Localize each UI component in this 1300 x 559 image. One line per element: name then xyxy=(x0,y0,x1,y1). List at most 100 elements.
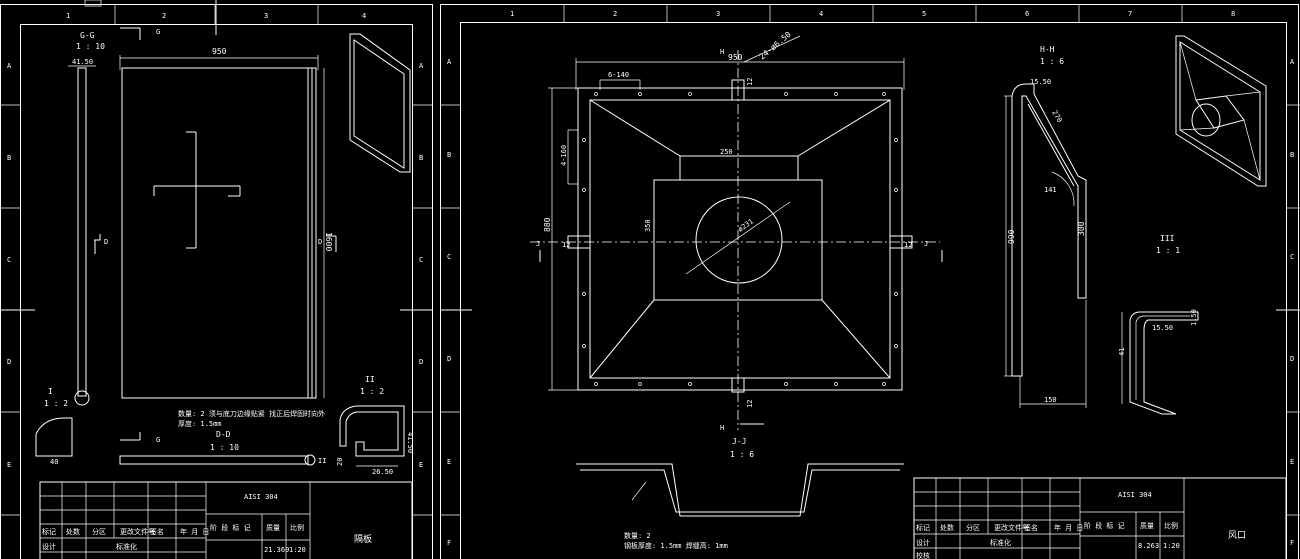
svg-text:C: C xyxy=(419,256,423,264)
duct-plan-view: 950 24-ø6.50 6-140 4-160 880 ø231 xyxy=(530,30,943,432)
left-zone-col-3: 3 xyxy=(264,12,268,20)
right-title-mass: 8.263 xyxy=(1138,542,1159,550)
right-title-header-1: 处数 xyxy=(940,523,954,532)
view-gg-scale: 1 : 10 xyxy=(76,42,105,51)
section-d-marker-left: D xyxy=(104,238,108,246)
right-zone-col-8: 8 xyxy=(1231,10,1235,18)
right-title-scale: 1:20 xyxy=(1163,542,1180,550)
svg-text:F: F xyxy=(1290,539,1294,547)
hh-dim-flange: 15.50 xyxy=(1030,78,1051,86)
right-note-line2: 钢板厚度: 1.5mm 焊缝高: 1mm xyxy=(624,541,728,550)
svg-text:A: A xyxy=(1290,58,1295,66)
svg-text:A: A xyxy=(419,62,424,70)
detail-iii-label: III xyxy=(1160,234,1175,243)
detail-ii-dim-depth: 20 xyxy=(336,458,344,466)
svg-text:D: D xyxy=(1290,355,1294,363)
view-hh-name: H-H xyxy=(1040,45,1055,54)
svg-text:C: C xyxy=(1290,253,1294,261)
left-title-header-5: 年 月 日 xyxy=(180,527,209,536)
partition-isometric-view xyxy=(349,33,411,173)
right-zone-col-2: 2 xyxy=(613,10,617,18)
view-jj-name: J-J xyxy=(732,437,746,446)
right-zone-col-7: 7 xyxy=(1128,10,1132,18)
left-title-header-3: 更改文件号 xyxy=(120,527,155,536)
detail-ii-scale-label: 1 : 2 xyxy=(360,387,384,396)
dim-inner-top: 250 xyxy=(720,148,733,156)
hh-dim-height: 990 xyxy=(1007,229,1016,244)
view-gg-section: G-G 1 : 10 41.50 I 1 : 2 D xyxy=(44,31,108,408)
left-zone-row-c: C xyxy=(7,256,11,264)
section-j-right: J xyxy=(924,240,928,248)
outlet-circle xyxy=(695,196,783,284)
section-g-marker-bottom: G xyxy=(156,436,160,444)
detail-iii-view: III 1 : 1 15.50 1.50 41 xyxy=(1118,234,1199,415)
right-title-block: AISI 304 标记 处数 分区 更改文件号 签名 年 月 日 设计 标准化 … xyxy=(913,477,1287,559)
right-title-header-3: 更改文件号 xyxy=(994,523,1029,532)
right-zone-row-a: A xyxy=(447,58,452,66)
dim-width: 950 xyxy=(212,47,227,56)
left-zone-col-2: 2 xyxy=(162,12,166,20)
right-zone-row-d: D xyxy=(447,355,451,363)
detail-i-view: 40 xyxy=(35,417,73,466)
right-note-line1: 数量: 2 xyxy=(624,531,651,540)
svg-text:II: II xyxy=(318,457,326,465)
hh-dim-depth: 150 xyxy=(1044,396,1057,404)
right-zone-col-1: 1 xyxy=(510,10,514,18)
left-title-header-2: 分区 xyxy=(92,527,106,536)
right-title-row2-2: 标准化 xyxy=(990,538,1011,547)
right-zone-col-4: 4 xyxy=(819,10,823,18)
dim-flange-top: 12 xyxy=(746,78,754,86)
left-zone-row-b: B xyxy=(7,154,11,162)
section-d-marker-right: D xyxy=(318,238,322,246)
detail-i-callout-circle xyxy=(74,390,90,406)
right-zone-row-f: F xyxy=(447,539,451,547)
right-title-header-0: 标记 xyxy=(916,523,930,532)
right-sheet-inner-border xyxy=(460,22,1287,559)
view-hh-section: H-H 1 : 6 15.50 270 990 300 150 141 xyxy=(1004,45,1087,408)
view-jj-scale: 1 : 6 xyxy=(730,450,754,459)
dim-flange-left: 12 xyxy=(562,241,570,249)
detail-iii-dim-thick: 1.50 xyxy=(1190,309,1198,326)
right-zone-col-3: 3 xyxy=(716,10,720,18)
dim-circle: ø231 xyxy=(737,217,755,233)
duct-isometric-view xyxy=(1175,35,1267,187)
dim-top-small: 41.50 xyxy=(72,58,93,66)
left-title-scale: 1:20 xyxy=(289,546,306,554)
dim-hole-spacing-top: 6-140 xyxy=(608,71,629,79)
view-hh-scale: 1 : 6 xyxy=(1040,57,1064,66)
svg-text:B: B xyxy=(1290,151,1294,159)
right-zone-col-6: 6 xyxy=(1025,10,1029,18)
flange-outer-outline xyxy=(577,87,903,391)
view-dd-name: D-D xyxy=(216,430,231,439)
left-note-line2: 厚度: 1.5mm xyxy=(178,419,222,428)
right-title-stage-0: 阶 段 标 记 xyxy=(1084,521,1125,530)
left-title-name: 隔板 xyxy=(354,533,372,545)
dim-top: 950 xyxy=(728,53,743,62)
svg-text:B: B xyxy=(419,154,423,162)
left-zone-row-e: E xyxy=(7,461,11,469)
left-title-header-1: 处数 xyxy=(66,527,80,536)
detail-iii-scale-label: 1 : 1 xyxy=(1156,246,1180,255)
left-title-header-0: 标记 xyxy=(42,527,56,536)
detail-iii-dim-width: 15.50 xyxy=(1152,324,1173,332)
dim-holes-callout: 24-ø6.50 xyxy=(758,30,793,62)
inner-throat-top xyxy=(679,155,799,181)
left-zone-row-d: D xyxy=(7,358,11,366)
dim-flange-bottom: 12 xyxy=(746,400,754,408)
left-note-line1: 数量: 2 须与底刀边缘贴紧 找正后焊固时向外 xyxy=(178,409,325,418)
partition-plate-outline xyxy=(121,67,317,399)
svg-text:D: D xyxy=(419,358,423,366)
dim-hole-spacing-left: 4-160 xyxy=(560,145,568,166)
detail-i-label: I xyxy=(48,387,53,396)
right-title-header-2: 分区 xyxy=(966,523,980,532)
left-sheet-outer-border xyxy=(0,4,433,559)
right-sheet-outer-border xyxy=(440,4,1299,559)
left-title-row2-0: 设计 xyxy=(42,542,56,551)
right-title-stage-1: 质量 xyxy=(1140,521,1154,530)
detail-ii-label: II xyxy=(365,375,375,384)
left-title-block: AISI 304 标记 处数 分区 更改文件号 签名 年 月 日 设计 标准化 … xyxy=(39,481,413,559)
partition-front-view: 950 1600 D xyxy=(119,47,337,399)
right-title-name: 风口 xyxy=(1228,530,1246,541)
